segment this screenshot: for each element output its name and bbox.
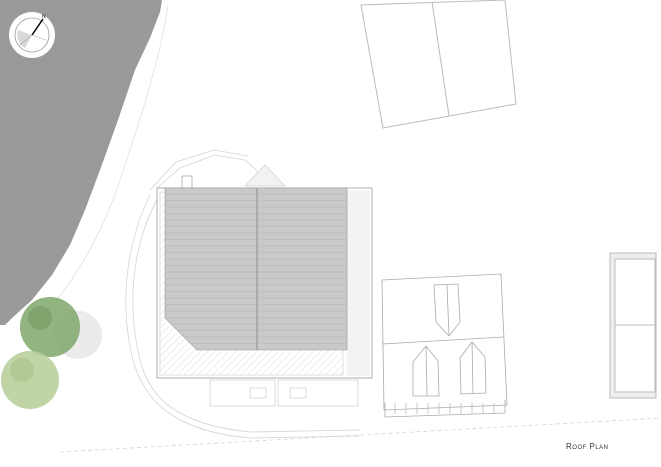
- terrace: [209, 379, 359, 407]
- trees: [1, 297, 102, 409]
- sports-field: [360, 0, 517, 129]
- main-building-roof: [156, 187, 373, 379]
- site-outline: [59, 149, 661, 453]
- side-court: [609, 252, 657, 399]
- compass-icon: N: [9, 12, 55, 58]
- north-label: N: [42, 14, 46, 20]
- terrain-mass: [0, 0, 169, 331]
- annex-building: [381, 273, 508, 418]
- drawing-title: Roof Plan: [566, 442, 609, 451]
